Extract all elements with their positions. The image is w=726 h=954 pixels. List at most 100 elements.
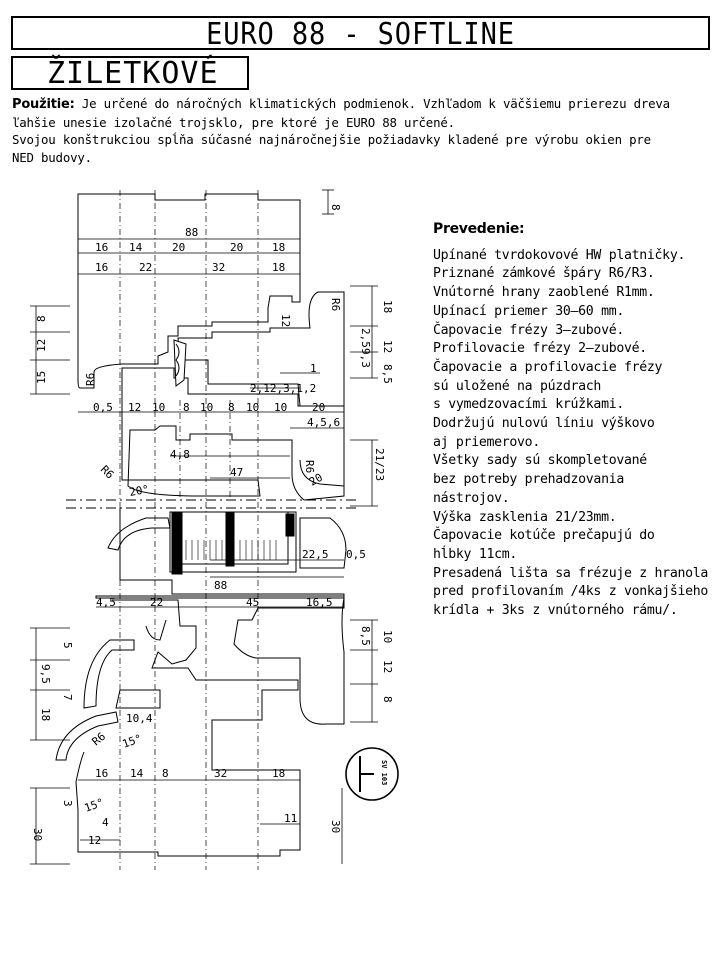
dim-label: 10: [381, 630, 394, 643]
dim-label: 45: [246, 596, 259, 609]
dim-label: 20°: [128, 483, 150, 499]
subtitle-box: ŽILETKOVÉ: [11, 56, 249, 91]
dim-label: 0,5: [93, 401, 113, 414]
dim-label: R6: [90, 730, 109, 748]
dim-label: 16: [95, 261, 108, 274]
spec-line: Čapovacie a profilovacie frézy: [433, 359, 663, 375]
dim-label: 14: [129, 241, 143, 254]
dim-label: 4,5: [96, 596, 116, 609]
spec-header: Prevedenie:: [433, 221, 525, 237]
frame-rebate: [177, 291, 345, 407]
dim-label: 16: [95, 241, 108, 254]
dim-label: 10: [246, 401, 259, 414]
dim-label: 22: [139, 261, 152, 274]
dim-label: 12: [279, 314, 292, 327]
spec-line: Upínané tvrdokovové HW platničky.: [433, 247, 686, 263]
dim-label: 8: [35, 315, 48, 322]
stamp-label: SV 103: [380, 760, 388, 785]
outer-cover-lower: [83, 639, 135, 709]
dim-label: 22: [150, 596, 163, 609]
dim-label: 8: [228, 401, 235, 414]
dim-label: 12: [35, 339, 48, 352]
spec-line: Čapovacie frézy 3–zubové.: [433, 322, 624, 338]
dim-label: 3: [61, 800, 74, 807]
spec-line: sú uložené na púzdrach: [433, 378, 602, 394]
dim-label: 14: [130, 767, 144, 780]
dim-label: R6: [84, 373, 97, 386]
dim-label: 9,5: [39, 664, 52, 684]
dim-label: 30: [31, 828, 44, 841]
page-subtitle: ŽILETKOVÉ: [47, 56, 219, 91]
dim-label: 0,5: [346, 548, 366, 561]
dim-label: 8: [183, 401, 190, 414]
dim-label: 88: [214, 579, 227, 592]
dim-label: 8: [162, 767, 169, 780]
dim-label: 10: [152, 401, 165, 414]
spec-line: Dodržujú nulovú líniu výškovo: [433, 416, 655, 432]
spec-line: aj priemerovo.: [433, 434, 540, 450]
frame-lower: [75, 599, 301, 857]
dim-label: 22,5: [302, 548, 329, 561]
dim-label: 18: [381, 300, 394, 313]
dim-label: 12: [381, 340, 394, 353]
dim-label: 18: [272, 767, 285, 780]
spec-line: bez potreby prehadzovania: [433, 472, 624, 488]
spec-line: Výška zasklenia 21/23mm.: [433, 509, 617, 525]
spec-line: Vnútorné hrany zaoblené R1mm.: [433, 285, 655, 301]
dim-label: 8,5: [359, 626, 372, 646]
dim-label: 18: [272, 261, 285, 274]
glazing-bead: [299, 517, 347, 569]
dim-label: 16: [95, 767, 108, 780]
dim-label: 4: [102, 816, 109, 829]
dim-label: R6: [329, 298, 342, 311]
dim-label: 4,8: [170, 448, 190, 461]
dim-label: 8: [381, 696, 394, 703]
dim-label: 4,5,6: [307, 416, 340, 429]
intro-line-4: NED budovy.: [12, 149, 92, 165]
spec-line: s vymedzovacími krúžkami.: [433, 397, 624, 413]
dim-label: 15°: [83, 796, 106, 815]
dim-label: 88: [185, 226, 198, 239]
dim-label: R6: [98, 463, 117, 482]
dim-label: 8: [329, 204, 342, 211]
dim-label: 8,5: [381, 364, 394, 384]
sash-lower: [119, 508, 345, 725]
dim-label: 15°: [121, 732, 144, 751]
intro-text: Použitie: Je určené do náročných klimati…: [12, 95, 712, 166]
dim-label: 15: [35, 371, 48, 384]
dim-label: 2,5: [359, 328, 372, 348]
intro-line-2: ľahšie unesie izolačné trojsklo, pre kto…: [12, 114, 455, 130]
dim-label: 47: [230, 466, 243, 479]
intro-line-1: Je určené do náročných klimatických podm…: [74, 96, 670, 111]
spec-line: Upínací priemer 30–60 mm.: [433, 303, 624, 319]
dim-label: 18: [39, 708, 52, 721]
dim-label: 20: [230, 241, 243, 254]
dim-label: 12: [128, 401, 141, 414]
spec-line: pred profilovaním /4ks z vonkajšieho: [433, 584, 709, 600]
page-title: EURO 88 - SOFTLINE: [206, 17, 515, 52]
intro-label: Použitie:: [12, 97, 75, 112]
spec-line: Presadená lišta sa frézuje z hranola: [433, 565, 709, 581]
spec-line: hĺbky 11cm.: [433, 546, 518, 562]
frame-profile: [77, 193, 301, 389]
sash-upper: [121, 367, 345, 501]
spec-block: Prevedenie: Upínané tvrdokovové HW platn…: [433, 220, 723, 621]
title-box: EURO 88 - SOFTLINE: [11, 16, 710, 52]
dim-label: 10,4: [126, 712, 153, 725]
dim-label: 21/23: [373, 448, 386, 481]
dim-label: 18: [272, 241, 285, 254]
spec-line: Profilovacie frézy 2–zubové.: [433, 341, 647, 357]
dim-label: R6: [303, 460, 316, 473]
spec-line: krídla + 3ks z vnútorného rámu/.: [433, 603, 678, 619]
dim-label: 2,12,3,1,2: [250, 382, 316, 395]
dim-label: 32: [212, 261, 225, 274]
dim-label: 20: [312, 401, 325, 414]
dim-label: 16,5: [306, 596, 333, 609]
spec-line: nástrojov.: [433, 490, 510, 506]
dim-label: 12: [88, 834, 101, 847]
dim-label: 30: [329, 820, 342, 833]
intro-line-3: Svojou konštrukciou spĺňa súčasné najnár…: [12, 132, 651, 147]
spec-line: Priznané zámkové špáry R6/R3.: [433, 266, 655, 282]
dim-label: 5: [61, 642, 74, 649]
